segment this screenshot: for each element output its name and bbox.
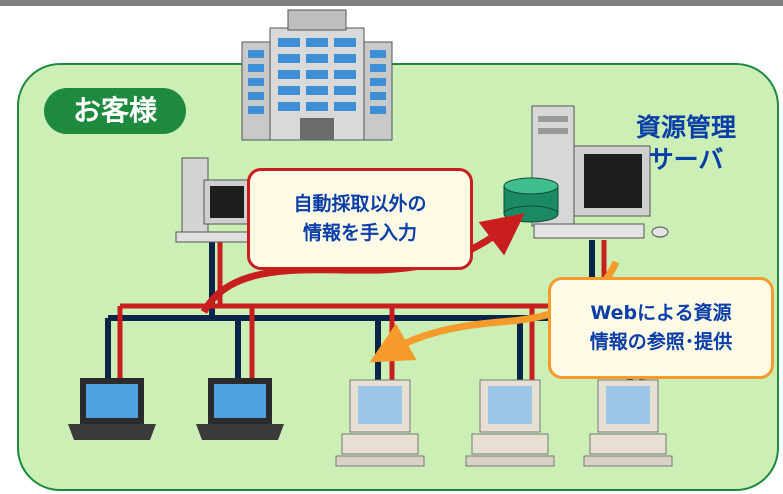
server-label: 資源管理 サーバ — [596, 112, 776, 176]
laptop-icon — [196, 378, 284, 440]
callout-manual-line2: 情報を手入力 — [302, 222, 417, 244]
desktop-client-icon — [465, 379, 555, 467]
server-label-line2: サーバ — [648, 145, 724, 174]
top-bar — [0, 0, 783, 6]
desktop-client-icon — [583, 379, 673, 467]
callout-web-line2: 情報の参照･提供 — [589, 331, 733, 353]
manual-input-callout: 自動採取以外の 情報を手入力 — [247, 168, 473, 270]
desktop-client-icon — [335, 379, 425, 467]
building-icon — [241, 9, 393, 141]
customer-label: お客様 — [44, 88, 186, 134]
callout-manual-line1: 自動採取以外の — [293, 193, 427, 215]
database-icon — [503, 177, 559, 223]
callout-web-line1: Webによる資源 — [590, 302, 732, 324]
desktop-pc-icon — [175, 157, 251, 243]
web-reference-callout: Webによる資源 情報の参照･提供 — [548, 277, 774, 379]
laptop-icon — [68, 378, 156, 440]
server-label-line1: 資源管理 — [635, 113, 736, 142]
